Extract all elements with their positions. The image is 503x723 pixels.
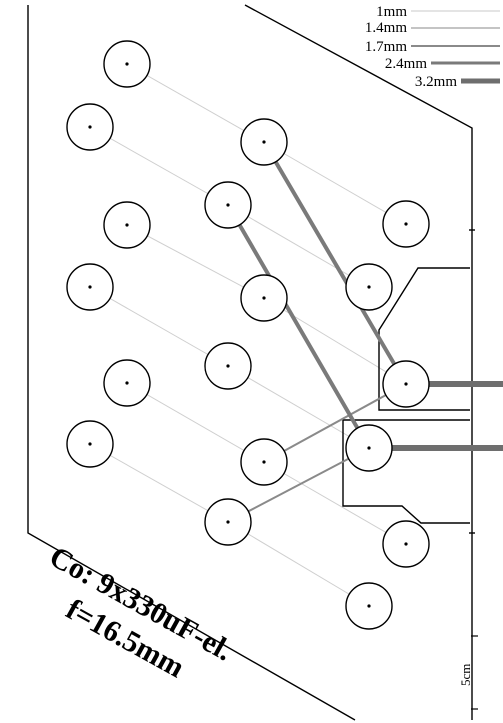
pad [382, 360, 430, 408]
pad [345, 263, 393, 311]
thin-traces [89, 63, 407, 607]
legend-label-3.2mm: 3.2mm [415, 74, 457, 90]
pad [66, 103, 114, 151]
legend-label-1.4mm: 1.4mm [365, 20, 407, 36]
pad [66, 263, 114, 311]
pad [240, 438, 288, 486]
capacitor-note: Co: 9x330uF-el. f=16.5mm [44, 540, 238, 684]
pad [240, 274, 288, 322]
pad [204, 342, 252, 390]
scale-bar: 5cm [458, 635, 478, 710]
pad [103, 40, 151, 88]
pad [345, 582, 393, 630]
thick-traces [226, 140, 408, 450]
pad [103, 359, 151, 407]
pad [204, 181, 252, 229]
legend-label-1mm: 1mm [376, 4, 407, 20]
pad [204, 498, 252, 546]
connector-outlines [342, 267, 470, 524]
legend-label-2.4mm: 2.4mm [385, 56, 427, 72]
medium-traces [227, 383, 407, 523]
pad [240, 118, 288, 166]
legend-label-1.7mm: 1.7mm [365, 39, 407, 55]
trace-width-legend: 1mm 1.4mm 1.7mm 2.4mm 3.2mm [365, 4, 500, 90]
pad [382, 200, 430, 248]
capacitor-pads [66, 40, 430, 630]
pad [382, 520, 430, 568]
board-outline [27, 4, 475, 721]
pad [345, 424, 393, 472]
pad [66, 420, 114, 468]
pad [103, 201, 151, 249]
scale-label: 5cm [458, 664, 473, 686]
